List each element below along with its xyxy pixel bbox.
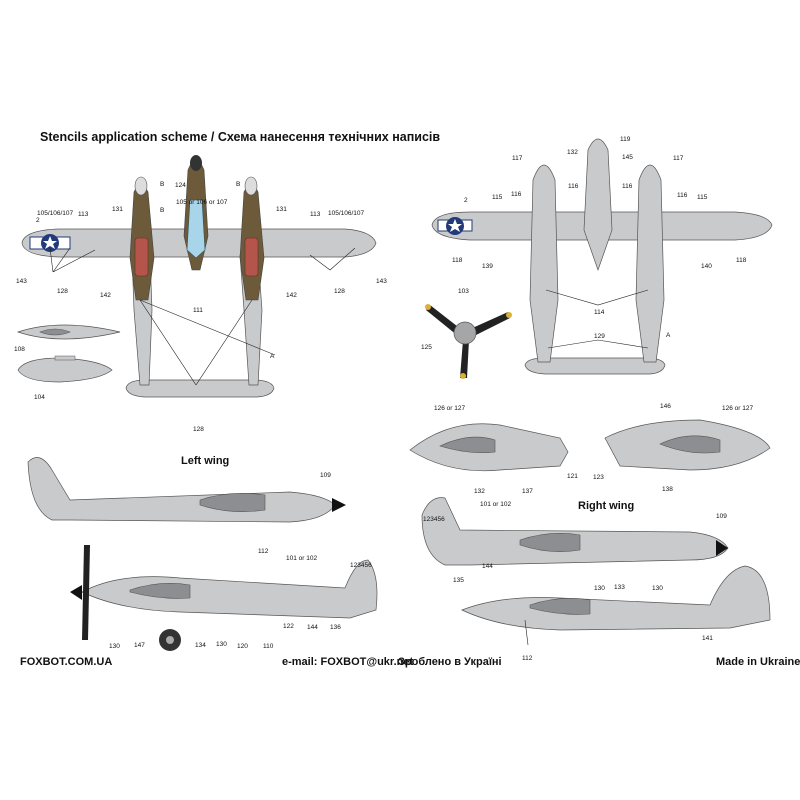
- callout-top-view-7: 105 or 106 or 107: [176, 199, 228, 206]
- callout-bottom-view-15: 118: [736, 257, 747, 264]
- right-side-view-1: [421, 497, 729, 566]
- callout-side-views-9: 122: [283, 623, 294, 630]
- callout-side-views-18: 123: [593, 474, 604, 481]
- callout-bottom-view-19: 129: [594, 333, 605, 340]
- callout-top-view-12: 143: [16, 278, 27, 285]
- callout-side-views-22: 144: [482, 563, 493, 570]
- callout-bottom-view-12: 118: [452, 257, 463, 264]
- callout-bottom-view-13: 139: [482, 263, 493, 270]
- callout-side-views-20: 101 or 102: [480, 501, 511, 508]
- callout-top-view-8: B: [236, 181, 240, 188]
- propeller-drawing: [425, 304, 512, 379]
- callout-side-views-27: 141: [702, 635, 713, 642]
- left-wing-label: Left wing: [181, 455, 230, 467]
- callout-side-views-12: 126 or 127: [434, 405, 465, 412]
- top-view-aircraft: [21, 155, 377, 398]
- right-wing-label: Right wing: [578, 500, 635, 512]
- callout-side-views-25: 130: [652, 585, 663, 592]
- callout-side-views-5: 134: [195, 642, 206, 649]
- callout-top-view-22: 128: [193, 426, 204, 433]
- callout-side-views-16: 146: [660, 403, 671, 410]
- callout-top-view-9: 131: [276, 206, 287, 213]
- callout-side-views-6: 130: [216, 641, 227, 648]
- callout-bottom-view-6: 115: [492, 194, 503, 201]
- callout-top-view-0: 2: [36, 217, 40, 224]
- callout-bottom-view-10: 116: [677, 192, 688, 199]
- callout-top-view-20: 108: [14, 346, 25, 353]
- made-in-english-text: Made in Ukraine: [716, 656, 800, 668]
- callout-top-view-19: A: [270, 353, 275, 360]
- callout-side-views-11: 136: [330, 624, 341, 631]
- callout-top-view-4: B: [160, 181, 164, 188]
- callout-side-views-23: 130: [594, 585, 605, 592]
- callout-top-view-10: 113: [310, 211, 321, 218]
- callout-top-view-15: 111: [193, 307, 203, 314]
- callout-side-views-4: 147: [134, 642, 145, 649]
- callout-bottom-view-16: 103: [458, 288, 469, 295]
- callout-top-view-2: 113: [78, 211, 89, 218]
- callout-top-view-5: 124: [175, 182, 186, 189]
- right-side-view-2: [461, 565, 771, 646]
- callout-bottom-view-14: 140: [701, 263, 712, 270]
- callout-top-view-3: 131: [112, 206, 123, 213]
- callout-bottom-view-20: A: [666, 332, 671, 339]
- callout-side-views-26: 109: [716, 513, 727, 520]
- callout-side-views-19: 138: [662, 486, 673, 493]
- callout-side-views-7: 120: [237, 643, 248, 650]
- callout-bottom-view-4: 117: [673, 155, 684, 162]
- callout-side-views-24: 133: [614, 584, 625, 591]
- callout-top-view-11: 105/106/107: [328, 210, 365, 217]
- callout-side-views-15: 121: [567, 473, 578, 480]
- nose-side-views: [409, 419, 771, 472]
- callout-side-views-13: 132: [474, 488, 485, 495]
- page-title: Stencils application scheme / Схема нане…: [40, 130, 441, 144]
- callout-side-views-14: 137: [522, 488, 533, 495]
- callout-top-view-17: 128: [334, 288, 345, 295]
- callout-top-view-6: B: [160, 207, 164, 214]
- callout-bottom-view-17: 125: [421, 344, 432, 351]
- callout-side-views-8: 110: [263, 643, 274, 650]
- callout-side-views-2: 101 or 102: [286, 555, 317, 562]
- callout-bottom-view-3: 117: [512, 155, 523, 162]
- website-text: FOXBOT.COM.UA: [20, 656, 113, 668]
- callout-top-view-13: 128: [57, 288, 68, 295]
- bottom-view-aircraft: [431, 138, 773, 375]
- callout-bottom-view-9: 116: [622, 183, 633, 190]
- callout-top-view-18: 143: [376, 278, 387, 285]
- callout-side-views-0: 109: [320, 472, 331, 479]
- callout-bottom-view-18: 114: [594, 309, 605, 316]
- callout-bottom-view-11: 115: [697, 194, 708, 201]
- callout-side-views-1: 112: [258, 548, 269, 555]
- callout-side-views-10: 144: [307, 624, 318, 631]
- callout-side-views-28: 112: [522, 655, 533, 662]
- callout-bottom-view-1: 132: [567, 149, 578, 156]
- left-side-view-1: [27, 457, 346, 523]
- made-in-ukrainian-text: Зроблено в Україні: [398, 656, 502, 668]
- callout-bottom-view-5: 2: [464, 197, 468, 204]
- serial-number-right: 123456: [423, 516, 445, 523]
- email-text: e-mail: FOXBOT@ukr.net: [282, 656, 414, 668]
- left-side-view-2: [70, 545, 378, 651]
- callout-side-views-17: 126 or 127: [722, 405, 753, 412]
- callout-top-view-14: 142: [100, 292, 111, 299]
- drop-tank-drawings: [16, 324, 121, 383]
- serial-number-left: 123456: [350, 562, 372, 569]
- callout-side-views-3: 130: [109, 643, 120, 650]
- callout-bottom-view-7: 116: [511, 191, 522, 198]
- callout-top-view-16: 142: [286, 292, 297, 299]
- callout-top-view-21: 104: [34, 394, 45, 401]
- callout-bottom-view-8: 116: [568, 183, 579, 190]
- callout-bottom-view-2: 145: [622, 154, 633, 161]
- callout-side-views-21: 135: [453, 577, 464, 584]
- callout-bottom-view-0: 119: [620, 136, 631, 143]
- callout-top-view-1: 105/106/107: [37, 210, 74, 217]
